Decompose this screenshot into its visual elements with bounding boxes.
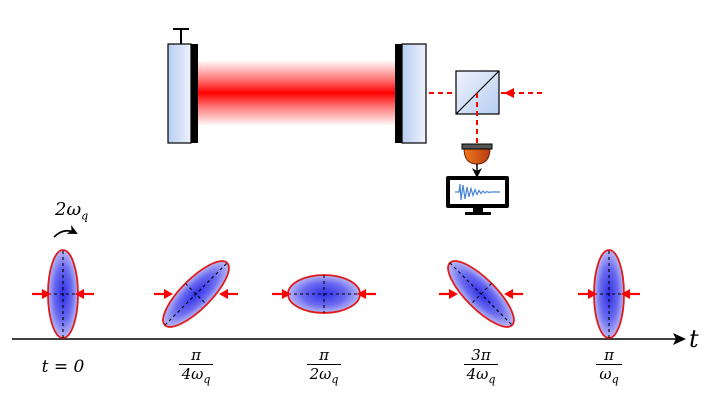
fraction-denominator: ωq xyxy=(599,365,619,386)
left-mirror-coating xyxy=(191,44,198,143)
squeezed-state-body xyxy=(593,249,625,339)
fraction-numerator: π xyxy=(191,346,201,364)
beam-splitter-diagonal xyxy=(455,70,500,115)
monitor-stand xyxy=(465,212,491,215)
monitor-neck xyxy=(473,208,483,212)
fraction-bar xyxy=(463,364,499,365)
squeeze-arrowhead-right xyxy=(219,289,228,299)
squeeze-arrowhead-left xyxy=(282,289,291,299)
right-mirror-substrate xyxy=(401,43,427,144)
time-label-1: t = 0 xyxy=(41,357,85,377)
ringdown-signal xyxy=(455,183,500,201)
monitor-icon xyxy=(446,176,509,215)
squeeze-arrowhead-right xyxy=(621,289,630,299)
rotation-arrow-icon xyxy=(53,224,78,238)
squeeze-arrowhead-left xyxy=(42,289,51,299)
squeeze-arrowhead-left xyxy=(588,289,597,299)
squeeze-arrowhead-right xyxy=(75,289,84,299)
left-mirror xyxy=(167,28,198,144)
squeezed-state-3 xyxy=(272,274,376,314)
squeeze-arrowhead-left xyxy=(164,289,173,299)
squeezed-state-4 xyxy=(439,260,523,328)
photodetector-icon xyxy=(461,143,493,165)
fraction-numerator: 3π xyxy=(471,346,491,364)
squeezing-ellipses xyxy=(32,249,640,339)
readout-path xyxy=(427,70,542,215)
squeeze-arrowhead-right xyxy=(357,289,366,299)
time-axis-arrow xyxy=(673,333,686,345)
fraction-denominator: 2ωq xyxy=(309,365,339,386)
fraction-bar xyxy=(596,364,622,365)
squeeze-arrowhead-left xyxy=(449,289,458,299)
fraction-bar xyxy=(306,364,342,365)
fraction-bar xyxy=(178,364,214,365)
squeezed-state-body xyxy=(287,274,361,314)
fraction-denominator: 4ωq xyxy=(181,365,211,386)
squeezed-state-2 xyxy=(154,260,238,328)
minor-axis-line xyxy=(470,283,492,305)
minor-axis-line xyxy=(185,283,207,305)
time-axis-label: t xyxy=(689,325,699,353)
fraction-denominator: 4ωq xyxy=(466,365,496,386)
drive-frequency-label: 2ωq xyxy=(55,199,89,223)
squeezed-state-body xyxy=(447,260,515,328)
optical-cavity xyxy=(167,28,427,144)
photodetector-base xyxy=(461,143,493,150)
squeeze-arrowhead-right xyxy=(504,289,513,299)
right-mirror-coating xyxy=(395,44,402,143)
fraction-numerator: π xyxy=(319,346,329,364)
input-beam-arrow xyxy=(504,88,514,98)
left-mirror-substrate xyxy=(167,43,192,144)
squeezed-state-1 xyxy=(32,249,94,339)
squeezed-state-body xyxy=(162,260,230,328)
right-mirror xyxy=(395,43,427,144)
photodetector-dome xyxy=(463,147,491,165)
squeezed-state-body xyxy=(47,249,79,339)
laser-beam xyxy=(197,60,395,126)
squeezed-state-5 xyxy=(578,249,640,339)
fraction-numerator: π xyxy=(604,346,614,364)
